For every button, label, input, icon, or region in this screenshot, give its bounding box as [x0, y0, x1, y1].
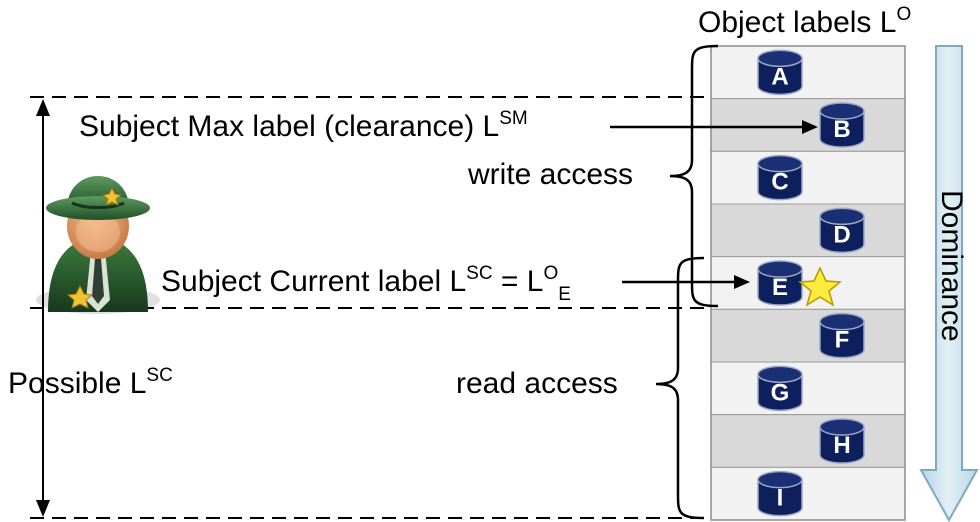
dominance-arrow	[919, 45, 979, 522]
max-label-arrowhead	[802, 120, 818, 134]
object-label-f: F	[835, 327, 850, 354]
object-band-d	[710, 203, 906, 258]
sheriff-avatar-icon	[36, 176, 160, 314]
object-label-column	[710, 45, 906, 521]
object-label-d: D	[833, 221, 850, 248]
database-cylinder-icon: B	[819, 102, 865, 148]
object-label-a: A	[771, 63, 788, 90]
object-label-i: I	[777, 485, 784, 512]
subject-max-label: Subject Max label (clearance) LSM	[79, 108, 528, 143]
possible-range-arrow-top	[36, 99, 50, 116]
database-cylinder-icon: D	[819, 207, 865, 254]
dominance-label: Dominance	[935, 190, 968, 342]
object-band-a	[710, 45, 906, 100]
object-label-b: B	[833, 116, 850, 143]
object-band-f	[710, 308, 906, 363]
object-label-c: C	[771, 169, 788, 196]
current-label-arrowhead	[734, 275, 750, 289]
database-cylinder-icon: H	[819, 418, 865, 464]
write-access-brace	[669, 44, 719, 308]
possible-range-arrow-bottom	[36, 500, 50, 517]
database-cylinder-icon: E	[757, 260, 803, 306]
object-band-h	[710, 414, 906, 468]
database-cylinder-icon: I	[757, 470, 803, 517]
subject-current-label: Subject Current label LSC = LOE	[161, 263, 571, 305]
read-access-brace	[655, 256, 705, 520]
object-band-c	[710, 150, 906, 205]
object-cylinders: A B C D E F G H I	[757, 49, 865, 517]
object-band-g	[710, 361, 906, 416]
object-label-e: E	[772, 274, 788, 301]
star-icon	[798, 266, 842, 307]
database-cylinder-icon: F	[819, 312, 865, 359]
object-band-i	[710, 466, 906, 521]
object-label-h: H	[833, 432, 850, 459]
write-access-label: write access	[468, 158, 634, 191]
object-labels-title: Object labels LO	[698, 4, 912, 39]
database-cylinder-icon: G	[757, 365, 803, 412]
database-cylinder-icon: A	[757, 49, 803, 96]
database-cylinder-icon: C	[757, 154, 803, 201]
possible-label: Possible LSC	[8, 365, 173, 400]
read-access-label: read access	[456, 367, 618, 400]
object-label-g: G	[771, 379, 790, 406]
